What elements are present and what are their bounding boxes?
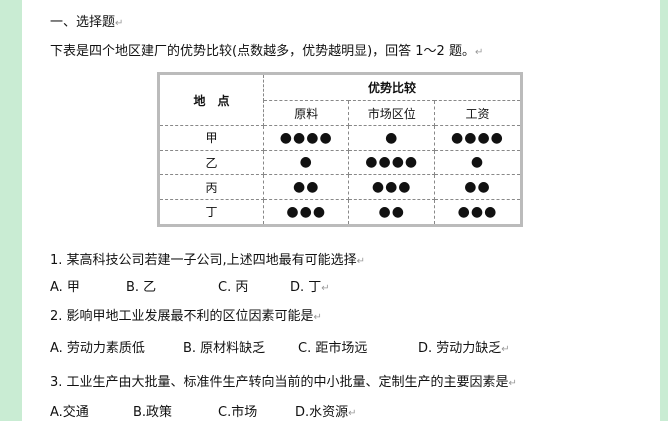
question-1: 1. 某高科技公司若建一子公司,上述四地最有可能选择↵: [50, 253, 366, 268]
option: D.水资源↵: [295, 405, 357, 420]
dots-cell: ●●: [433, 174, 523, 200]
intro-text: 下表是四个地区建厂的优势比较(点数越多，优势越明显)，回答 1～2 题。↵: [50, 44, 484, 59]
option: D. 丁↵: [290, 280, 330, 295]
table-row: 丙 ●● ●●● ●●: [158, 174, 523, 200]
header-col: 工资: [433, 100, 523, 126]
option: C. 丙: [218, 280, 249, 295]
dots-cell: ●: [433, 149, 523, 176]
header-place: 地 点: [158, 73, 264, 126]
option: C.市场: [218, 405, 258, 420]
option: B. 乙: [126, 280, 157, 295]
option: C. 距市场远: [298, 341, 368, 356]
dots-cell: ●●: [262, 174, 350, 200]
option: B.政策: [133, 405, 173, 420]
section-title: 一、选择题↵: [50, 15, 124, 30]
place-cell: 甲: [158, 125, 264, 151]
table-row: 丁 ●●● ●● ●●●: [158, 198, 523, 227]
option: D. 劳动力缺乏↵: [418, 341, 510, 356]
place-cell: 丁: [158, 198, 264, 227]
dots-cell: ●: [262, 149, 350, 176]
header-col: 市场区位: [348, 100, 435, 126]
table-row: 甲 ●●●● ● ●●●●: [158, 125, 523, 151]
dots-cell: ●●●●: [348, 149, 435, 176]
dots-cell: ●●●: [262, 198, 350, 227]
dots-cell: ●●●●: [433, 125, 523, 151]
table-row: 乙 ● ●●●● ●: [158, 149, 523, 176]
header-advantage: 优势比较: [263, 73, 522, 101]
question-3: 3. 工业生产由大批量、标准件生产转向当前的中小批量、定制生产的主要因素是↵: [50, 375, 517, 390]
place-cell: 丙: [158, 174, 264, 200]
dots-cell: ●●●: [433, 198, 523, 227]
option: A.交通: [50, 405, 89, 420]
question-2: 2. 影响甲地工业发展最不利的区位因素可能是↵: [50, 309, 322, 324]
document-page: 一、选择题↵ 下表是四个地区建厂的优势比较(点数越多，优势越明显)，回答 1～2…: [22, 0, 660, 421]
advantage-table: 地 点 优势比较 原料 市场区位 工资 甲 ●●●● ● ●●●● 乙 ● ●●…: [157, 72, 523, 227]
option: A. 劳动力素质低: [50, 341, 145, 356]
option: A. 甲: [50, 280, 80, 295]
dots-cell: ●●●●: [262, 125, 350, 151]
option: B. 原材料缺乏: [183, 341, 266, 356]
dots-cell: ●●: [348, 198, 435, 227]
place-cell: 乙: [158, 149, 264, 176]
dots-cell: ●: [348, 125, 435, 151]
dots-cell: ●●●: [348, 174, 435, 200]
header-col: 原料: [262, 100, 350, 126]
